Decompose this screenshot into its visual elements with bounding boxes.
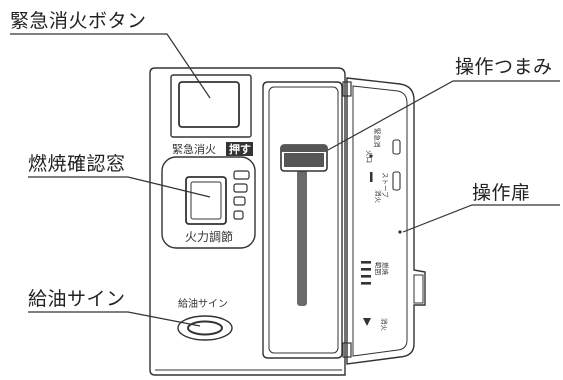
door-label-emergency-top: 緊急消 [373, 128, 382, 148]
door-hinge-bottom [342, 342, 352, 358]
heat-level-indicators [233, 170, 250, 220]
door-label-small-1: ストーブ [381, 172, 390, 198]
leader-lines [10, 33, 560, 327]
push-badge-label: 押す [229, 142, 251, 156]
door-label-emergency-bottom: 火口 [365, 150, 373, 163]
callout-fuel-sign: 給油サイン [28, 288, 126, 310]
door-arrow-down [363, 318, 371, 326]
combustion-window-frame [161, 156, 256, 249]
heat-adjust-label: 火力調節 [185, 229, 233, 244]
emergency-button-frame [170, 74, 252, 138]
slider-track [297, 170, 307, 306]
panel-body [149, 67, 346, 376]
door-label-extinguish: 消火 [380, 318, 389, 332]
door-hinge-top [342, 81, 352, 97]
callout-control-knob: 操作つまみ [455, 56, 553, 78]
door-label-small-2: 消火 [374, 190, 383, 204]
callout-control-door: 操作扉 [472, 182, 531, 204]
door-label-combustion-top: 燃焼 [381, 262, 390, 276]
emergency-button[interactable] [178, 81, 240, 128]
combustion-window [185, 176, 227, 225]
callout-combustion-window: 燃焼確認窓 [28, 153, 126, 175]
push-badge [226, 142, 253, 156]
fuel-sign-label: 給油サイン [178, 297, 228, 310]
fuel-sign-lamp [187, 320, 223, 336]
door-combustion-bars [361, 261, 371, 285]
callout-emergency-button: 緊急消火ボタン [10, 10, 147, 32]
emergency-label: 緊急消火 [172, 142, 216, 156]
slider-recess [262, 81, 343, 359]
fuel-sign-bezel [177, 315, 233, 341]
door-label-combustion-bottom: 範囲 [374, 262, 383, 275]
control-door[interactable] [342, 77, 426, 365]
